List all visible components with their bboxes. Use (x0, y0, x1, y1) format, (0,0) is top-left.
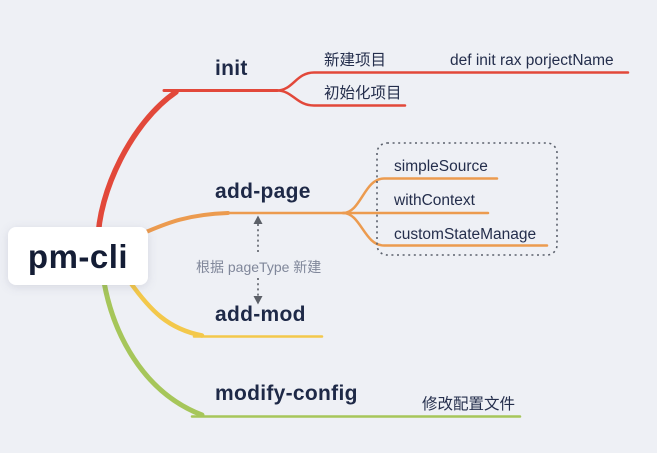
branch-label-modify-config[interactable]: modify-config (215, 382, 358, 405)
branch-label-add-mod[interactable]: add-mod (215, 303, 306, 326)
node-initialize-project[interactable]: 初始化项目 (324, 84, 402, 102)
modify-config-branch-lines (101, 279, 522, 418)
add-mod-branch-lines (127, 279, 324, 338)
page-types-group-box (376, 142, 558, 256)
relation-arrow (253, 215, 263, 305)
page-type-simple-line (341, 177, 499, 215)
add-page-trunk-curve (144, 211, 230, 234)
add-mod-trunk-curve (127, 279, 205, 338)
branch-label-add-page[interactable]: add-page (215, 180, 311, 203)
relation-annotation-label[interactable]: 根据 pageType 新建 (196, 259, 321, 275)
root-node-card[interactable] (8, 227, 148, 285)
branch-label-init[interactable]: init (215, 57, 248, 80)
root-node-label[interactable]: pm-cli (28, 238, 128, 275)
arrowhead-up-icon (253, 215, 263, 224)
init-branch-lines (95, 71, 630, 245)
add-page-branch-lines (144, 177, 549, 247)
init-child-initialize-line (275, 89, 407, 107)
node-page-type-with-context[interactable]: withContext (393, 192, 476, 209)
arrowhead-down-icon (253, 296, 263, 305)
root-node[interactable]: pm-cli (8, 227, 148, 285)
node-init-command[interactable]: def init rax porjectName (450, 52, 614, 69)
node-modify-config-file[interactable]: 修改配置文件 (422, 395, 515, 413)
node-create-project[interactable]: 新建项目 (324, 51, 386, 69)
node-page-type-custom-state-manage[interactable]: customStateManage (394, 226, 536, 243)
node-page-type-simple-source[interactable]: simpleSource (394, 158, 488, 175)
init-trunk-curve (95, 89, 179, 245)
modify-config-trunk-curve (101, 279, 205, 418)
page-type-custom-line (341, 211, 549, 247)
